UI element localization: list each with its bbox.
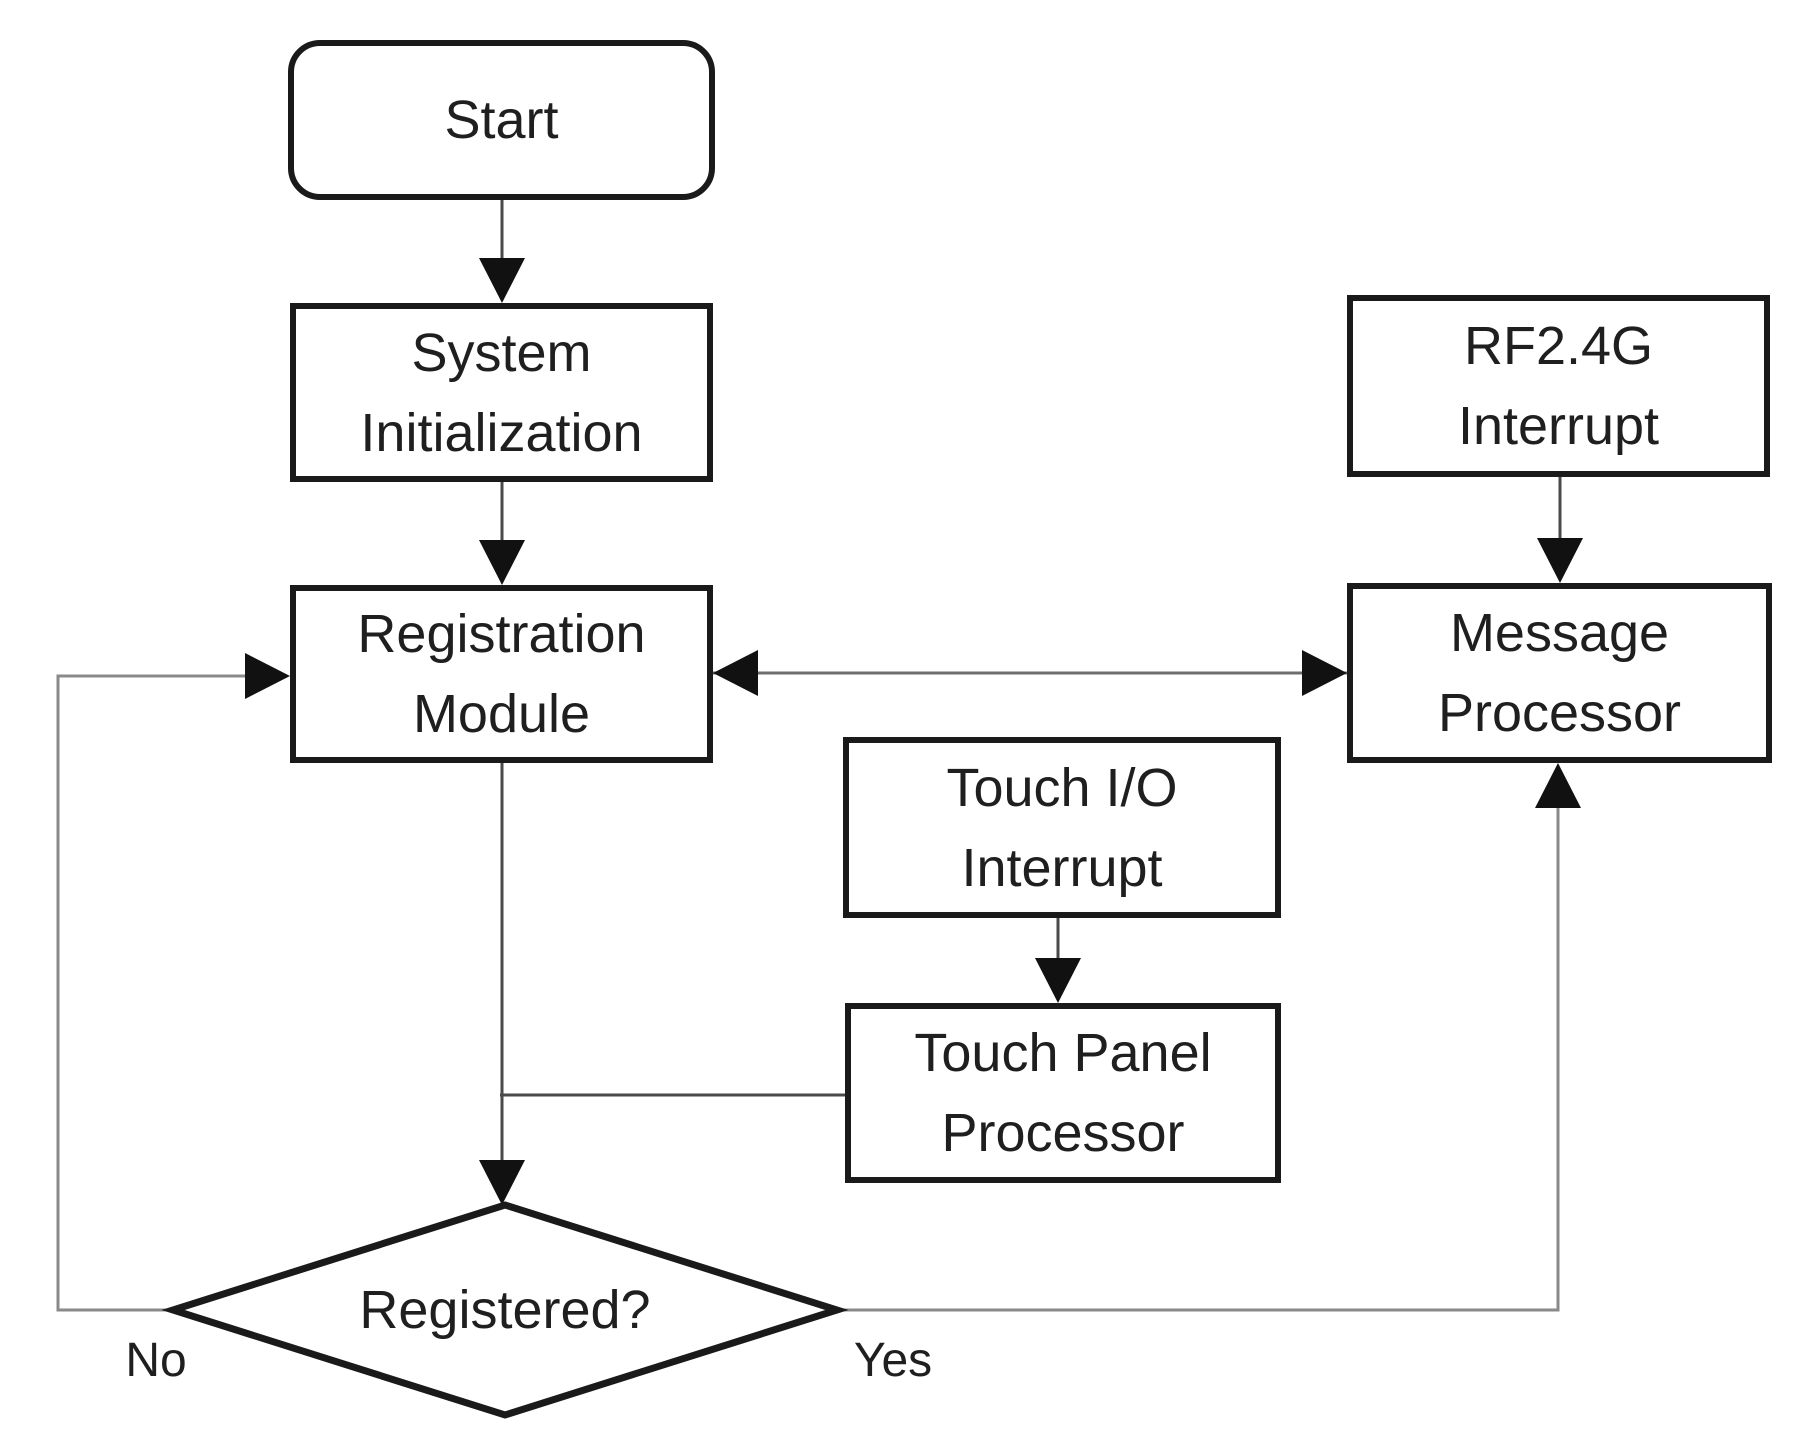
node-system-initialization-label-line1: System	[411, 322, 592, 383]
node-rf24g-interrupt-label-line2: Interrupt	[1457, 396, 1660, 456]
edge-start-to-system-init	[479, 200, 525, 303]
node-message-processor-label-line1: Message	[1449, 603, 1670, 663]
node-registration-module-label-line1: Registration	[357, 604, 646, 664]
edge-system-init-to-registration	[479, 482, 525, 585]
edge-yes-loop	[837, 763, 1581, 1312]
edge-label-no: No	[125, 1333, 187, 1387]
node-message-processor: Message Processor	[1347, 583, 1772, 763]
node-touch-io-interrupt-label-line1: Touch I/O	[946, 757, 1178, 818]
edge-label-yes: Yes	[853, 1333, 933, 1387]
node-message-processor-label-line2: Processor	[1437, 683, 1682, 743]
edge-registration-message-double-arrow	[713, 650, 1347, 696]
node-registration-module: Registration Module	[290, 585, 713, 763]
node-rf24g-interrupt: RF2.4G Interrupt	[1347, 295, 1770, 477]
node-system-initialization: System Initialization	[290, 303, 713, 482]
node-rf24g-interrupt-label-line1: RF2.4G	[1463, 316, 1654, 376]
node-system-initialization-label-line2: Initialization	[360, 402, 643, 463]
node-touch-panel-processor: Touch Panel Processor	[845, 1003, 1281, 1183]
node-touch-panel-processor-label-line1: Touch Panel	[914, 1023, 1212, 1083]
node-touch-io-interrupt-label-line2: Interrupt	[961, 837, 1163, 898]
node-registration-module-label-line2: Module	[412, 684, 591, 744]
decision-registered-label: Registered?	[173, 1205, 837, 1415]
node-touch-io-interrupt: Touch I/O Interrupt	[843, 737, 1281, 918]
decision-registered-text: Registered?	[359, 1280, 651, 1340]
edge-touch-interrupt-to-touch-panel	[1035, 918, 1081, 1003]
node-start: Start	[288, 40, 715, 200]
edge-no-loop	[56, 653, 290, 1312]
decision-diamond-shape	[161, 1201, 849, 1419]
node-touch-panel-processor-label-line2: Processor	[941, 1103, 1185, 1163]
edge-rf-interrupt-to-message-processor	[1537, 477, 1583, 583]
edge-registration-to-decision	[479, 763, 525, 1205]
node-start-label: Start	[444, 90, 559, 150]
